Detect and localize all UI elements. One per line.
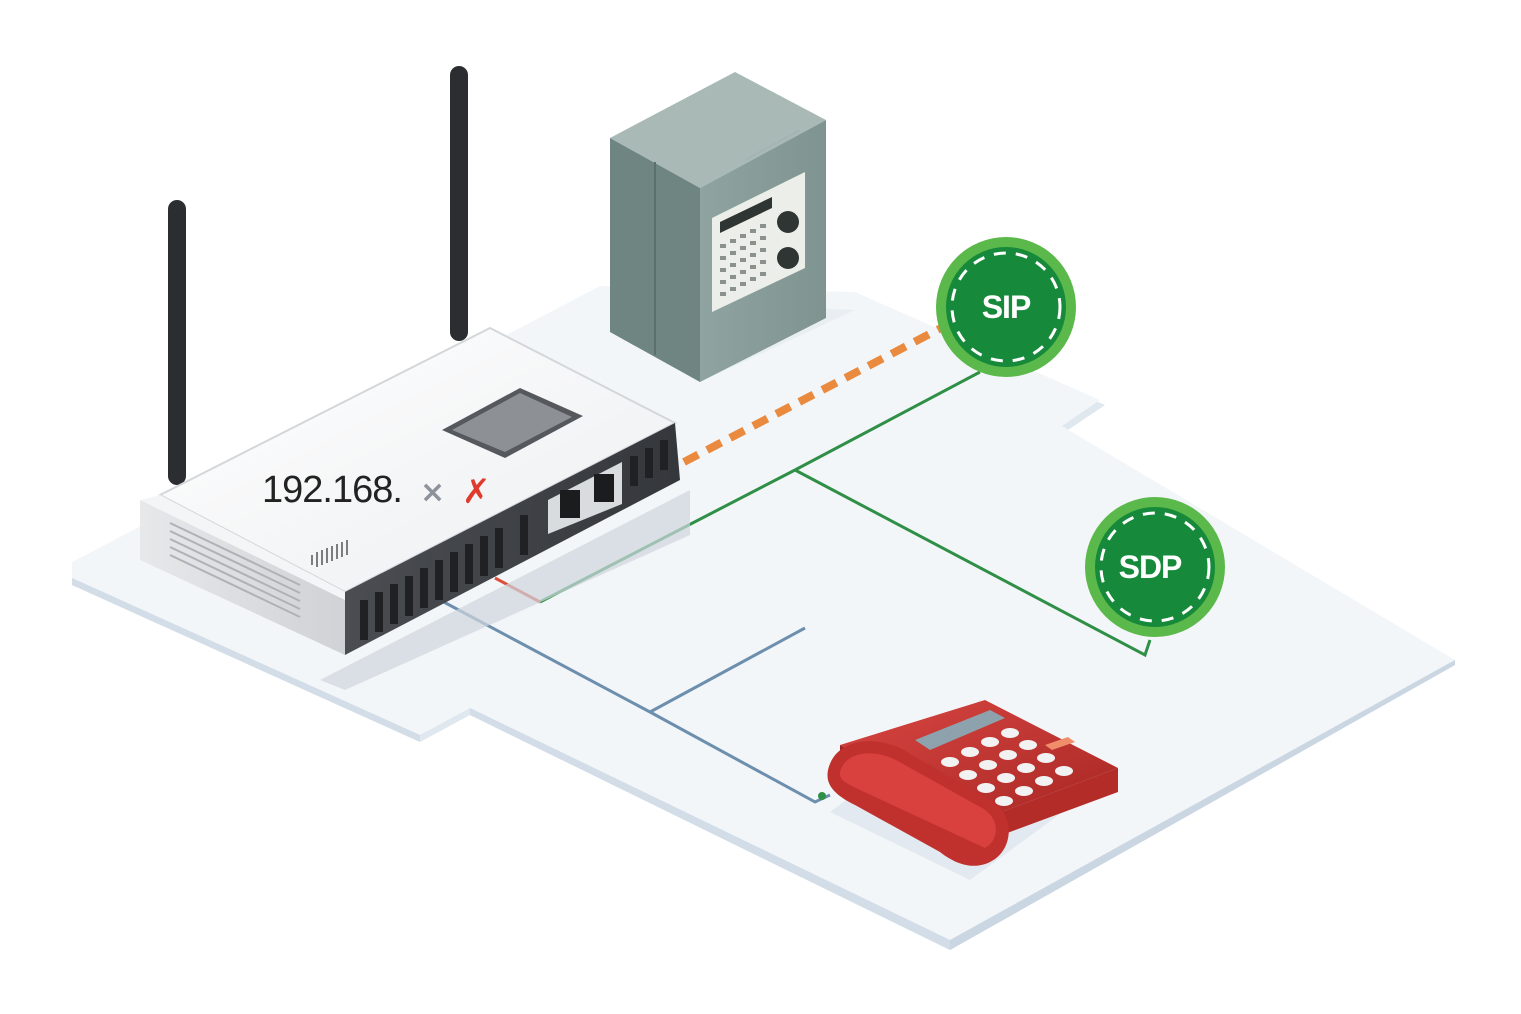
- sip-label: SIP: [982, 289, 1031, 325]
- wire-orange-dashed: [682, 322, 947, 466]
- keypad: [941, 728, 1073, 806]
- ip-address-label: 192.168.: [262, 469, 402, 511]
- gray-x-mark: ×: [420, 475, 445, 510]
- antenna-left: [168, 200, 186, 485]
- desk-phone-icon: [818, 700, 1120, 880]
- antenna-right: [450, 66, 468, 341]
- handset: [827, 741, 1009, 866]
- wire-green-sdp: [794, 468, 1152, 658]
- sdp-badge-icon: SDP: [1085, 497, 1225, 637]
- sip-badge-icon: SIP: [936, 237, 1076, 377]
- router-icon: 192.168. × ✗: [140, 66, 690, 690]
- wire-red-2: [649, 626, 806, 714]
- server-cabinet-icon: [610, 72, 855, 382]
- ethernet-ports: [548, 462, 622, 534]
- red-x-mark: ✗: [462, 472, 491, 512]
- barcode: [311, 540, 348, 567]
- sdp-label: SDP: [1119, 549, 1182, 585]
